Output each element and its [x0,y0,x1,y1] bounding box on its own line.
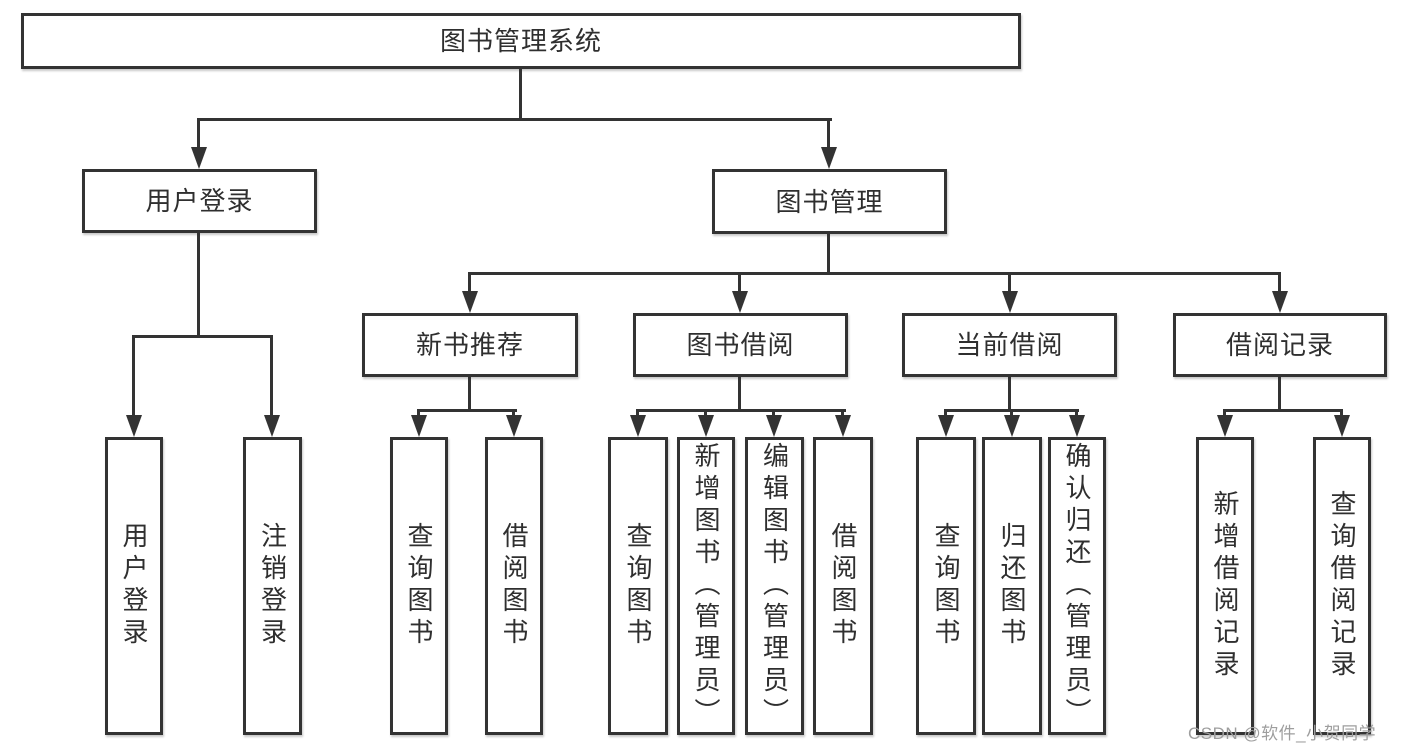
arrow-down-icon [264,415,280,437]
connector-line [944,409,947,418]
connector-line [827,234,830,272]
leaf-label: 用户登录 [119,522,149,650]
connector-line [636,409,846,412]
connector-line [1278,377,1281,409]
leaf-label: 归还图书 [997,522,1027,650]
csdn-watermark: CSDN @软件_小贺同学 [1188,724,1377,743]
arrow-down-icon [1272,291,1288,313]
connector-line [270,335,273,418]
leaf-label: 借阅图书 [499,522,529,650]
connector-line [1075,409,1078,418]
connector-line [199,118,832,121]
connector-line [1008,377,1011,409]
connector-line [1010,409,1013,418]
leaf-label: 编辑图书（管理员） [759,442,790,730]
arrow-down-icon [411,415,427,437]
connector-line [738,272,741,293]
leaf-label: 借阅图书 [828,522,858,650]
node-book-borrow: 图书借阅 [633,313,848,377]
connector-line [132,335,273,338]
node-label: 当前借阅 [955,330,1064,360]
node-label: 图书借阅 [686,330,795,360]
connector-line [519,69,522,118]
leaf-label: 查询图书 [623,522,653,650]
leaf-label: 确认归还（管理员） [1062,442,1092,730]
arrow-down-icon [506,415,522,437]
leaf-label: 新增借阅记录 [1210,490,1240,682]
leaf-query-book-current: 查询图书 [916,437,976,735]
connector-line [738,377,741,409]
connector-line [468,272,471,293]
connector-line [197,118,200,150]
arrow-down-icon [126,415,142,437]
arrow-down-icon [835,415,851,437]
leaf-confirm-return-admin: 确认归还（管理员） [1048,437,1106,735]
node-label: 用户登录 [145,186,254,216]
connector-line [1223,409,1343,412]
arrow-down-icon [630,415,646,437]
connector-line [417,409,517,412]
arrow-down-icon [732,291,748,313]
arrow-down-icon [938,415,954,437]
node-label: 图书管理 [775,186,884,217]
arrow-down-icon [1069,415,1085,437]
connector-line [1340,409,1343,418]
leaf-label: 查询图书 [404,522,434,650]
arrow-down-icon [1002,291,1018,313]
arrow-down-icon [1217,415,1233,437]
leaf-query-borrow-record: 查询借阅记录 [1313,437,1371,735]
connector-line [468,272,1281,275]
node-label: 新书推荐 [415,330,524,360]
arrow-down-icon [1004,415,1020,437]
leaf-user-login: 用户登录 [105,437,163,735]
leaf-add-book-admin: 新增图书（管理员） [677,437,735,735]
node-new-book-recommend: 新书推荐 [362,313,578,377]
leaf-label: 新增图书（管理员） [691,442,721,730]
leaf-label: 查询借阅记录 [1327,490,1357,682]
node-label: 借阅记录 [1225,330,1334,360]
connector-line [132,335,135,418]
leaf-borrow-book-recommend: 借阅图书 [485,437,543,735]
connector-line [468,377,471,409]
arrow-down-icon [191,147,207,169]
leaf-label: 查询图书 [931,522,961,650]
node-current-borrow: 当前借阅 [902,313,1117,377]
arrow-down-icon [462,291,478,313]
arrow-down-icon [821,147,837,169]
leaf-edit-book-admin: 编辑图书（管理员） [745,437,804,735]
node-book-management: 图书管理 [712,169,947,234]
node-user-login: 用户登录 [82,169,317,233]
leaf-logout: 注销登录 [243,437,302,735]
connector-line [827,118,830,150]
connector-line [1008,272,1011,293]
connector-line [512,409,515,418]
leaf-add-borrow-record: 新增借阅记录 [1196,437,1254,735]
connector-line [197,233,200,335]
connector-line [704,409,707,418]
arrow-down-icon [698,415,714,437]
leaf-label: 注销登录 [257,522,288,650]
node-root-system: 图书管理系统 [21,13,1021,69]
connector-line [417,409,420,418]
leaf-query-book-borrow: 查询图书 [608,437,668,735]
leaf-return-book: 归还图书 [982,437,1042,735]
node-borrow-records: 借阅记录 [1173,313,1387,377]
arrow-down-icon [1334,415,1350,437]
connector-line [1223,409,1226,418]
connector-line [636,409,639,418]
connector-line [772,409,775,418]
leaf-query-book-recommend: 查询图书 [390,437,448,735]
connector-line [841,409,844,418]
arrow-down-icon [766,415,782,437]
node-label: 图书管理系统 [439,26,602,56]
connector-line [1278,272,1281,293]
leaf-borrow-book: 借阅图书 [813,437,873,735]
